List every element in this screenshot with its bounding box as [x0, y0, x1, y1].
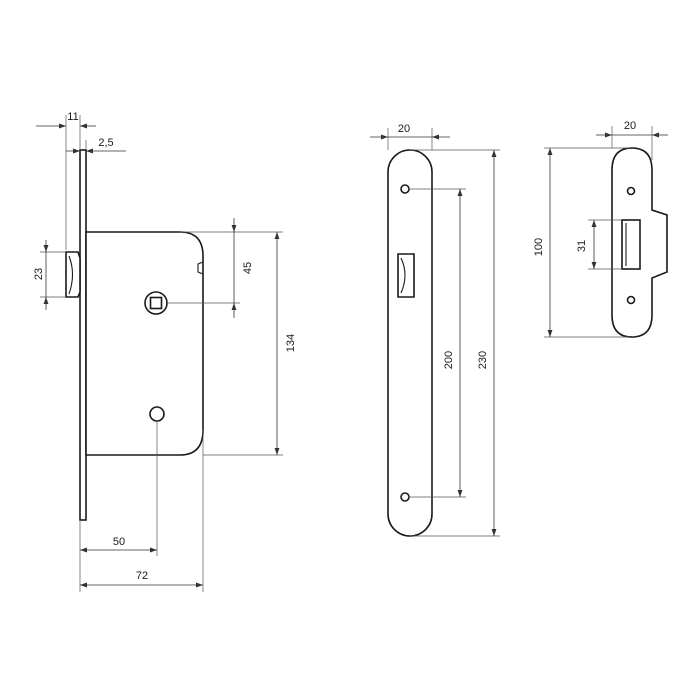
dim-faceplate-thickness: 11: [67, 111, 78, 123]
dim-strike-opening: 31: [576, 240, 588, 252]
dim-body-height: 134: [285, 334, 297, 352]
strike-plate-drawing: 20 100 31: [533, 120, 668, 338]
dim-strike-width: 20: [624, 120, 636, 132]
dim-backset: 50: [113, 536, 125, 548]
mortise-lock-drawing: 11 2,5 23 45 134 50 72: [33, 111, 297, 592]
keyhole: [149, 406, 165, 422]
lock-case-notch: [197, 261, 204, 275]
lock-case: [85, 231, 204, 456]
dim-screw-spacing: 200: [443, 351, 455, 369]
strike-screw-hole-top: [626, 186, 636, 196]
dim-faceplate-offset: 2,5: [98, 137, 113, 149]
faceplate-latch-curve: [400, 257, 406, 294]
dim-faceplate-length: 230: [477, 351, 489, 369]
dim-spindle-offset: 45: [242, 262, 254, 274]
faceplate-screw-hole-bottom: [400, 492, 410, 502]
strike-screw-hole-bottom: [626, 295, 636, 305]
dim-faceplate-width: 20: [398, 123, 410, 135]
spindle-square-hole: [149, 296, 163, 310]
faceplate-screw-hole-top: [400, 184, 410, 194]
dim-latch-height: 23: [33, 268, 45, 280]
faceplate-outline: [387, 149, 433, 537]
latch-bolt-curve: [68, 255, 74, 295]
dim-body-width: 72: [136, 570, 148, 582]
faceplate-front-drawing: 20 200 230: [370, 123, 500, 537]
dim-strike-length: 100: [533, 238, 545, 256]
faceplate-latch-opening: [397, 253, 415, 298]
lock-faceplate: [79, 149, 87, 521]
strike-latch-opening: [621, 219, 641, 270]
